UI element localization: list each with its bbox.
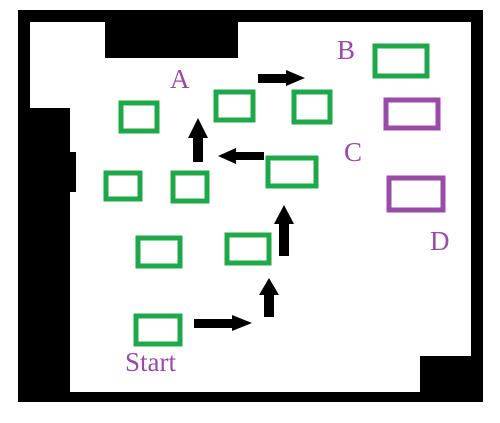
green-box — [135, 235, 183, 269]
green-box — [265, 155, 319, 189]
arrow-left — [218, 148, 264, 164]
green-box — [213, 89, 256, 123]
purple-box-c — [383, 97, 441, 131]
green-box — [224, 232, 272, 266]
arrow-up — [274, 205, 294, 256]
wall-left-block — [18, 108, 70, 402]
arrow-right — [194, 315, 252, 331]
green-box — [291, 89, 333, 125]
label-b: B — [337, 35, 356, 65]
label-a: A — [170, 64, 190, 94]
label-c: C — [344, 137, 363, 167]
arrow-up — [259, 278, 279, 317]
wall-bottom-right-block — [420, 356, 483, 402]
outer-wall-bottom — [18, 392, 483, 402]
green-box — [118, 100, 160, 134]
label-start: Start — [125, 347, 176, 377]
outer-wall-left — [18, 10, 30, 110]
outer-wall-top — [18, 10, 483, 22]
arrow-up — [188, 118, 208, 162]
outer-wall-right — [471, 10, 483, 402]
green-box — [372, 43, 430, 79]
green-box — [170, 170, 210, 204]
wall-top-block — [105, 22, 238, 58]
label-d: D — [430, 226, 450, 256]
wall-left-notch — [68, 152, 76, 192]
purple-box-d — [386, 175, 446, 213]
green-box — [133, 313, 183, 347]
green-box — [103, 170, 143, 202]
arrow-right — [258, 70, 305, 86]
